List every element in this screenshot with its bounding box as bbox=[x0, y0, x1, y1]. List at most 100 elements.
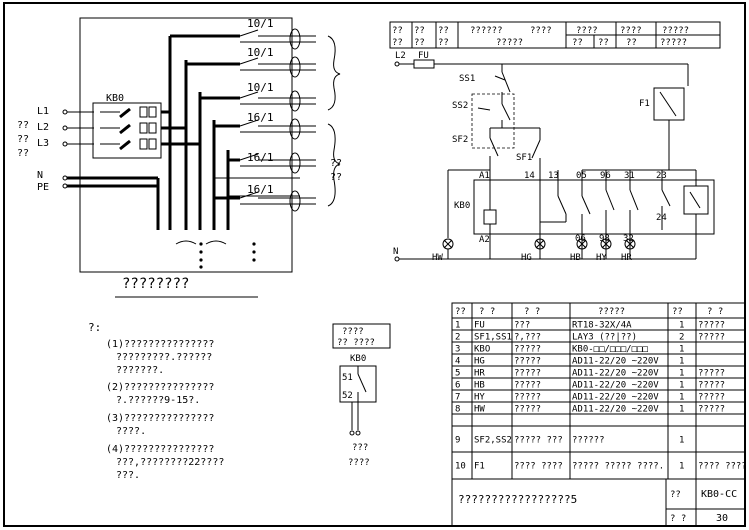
drawing-code-label: ?? bbox=[670, 490, 681, 500]
terminal-05: 05 bbox=[576, 171, 587, 181]
aux-foot-1: ??? bbox=[352, 443, 368, 453]
aux-detail-module: KB0 bbox=[350, 354, 366, 364]
table-cell-remark: ????? bbox=[698, 405, 725, 415]
table-cell-no: 8 bbox=[455, 405, 460, 415]
table-cell-model: KB0-□□/□□□/□□□ bbox=[572, 345, 648, 355]
table-cell-remark: ????? bbox=[698, 369, 725, 379]
table-cell-symbol: HW bbox=[474, 405, 485, 415]
header-cell-11: ?? bbox=[438, 38, 449, 48]
f1-device bbox=[653, 87, 685, 121]
table-cell-model: ?????? bbox=[572, 436, 605, 446]
table-cell-name: ???? ???? bbox=[514, 462, 563, 472]
table-cell-qty: 1 bbox=[679, 405, 684, 415]
table-cell-model: AD11-22/20 ~220V bbox=[572, 393, 659, 403]
table-cell-symbol: SF1,SS1 bbox=[474, 333, 512, 343]
parts-list-table: ?? ? ? ? ? ????? ?? ? ? bbox=[451, 302, 746, 480]
aux-pin-51: 51 bbox=[342, 373, 353, 383]
ss1-label: SS1 bbox=[459, 74, 475, 84]
kb0-control-module bbox=[473, 179, 715, 235]
supply-note-2: ?? bbox=[17, 134, 29, 145]
table-cell-symbol: HB bbox=[474, 381, 485, 391]
header-cell-12: ????? bbox=[496, 38, 523, 48]
kb0-coil bbox=[483, 209, 497, 225]
table-cell-symbol: HY bbox=[474, 393, 485, 403]
header-cell-9: ?? bbox=[392, 38, 403, 48]
header-cell-5: ???? bbox=[530, 26, 552, 36]
drawing-frame bbox=[3, 2, 746, 527]
supply-label-l1: L1 bbox=[37, 106, 49, 117]
table-cell-qty: 1 bbox=[679, 462, 684, 472]
header-cell-1: ?? bbox=[392, 26, 403, 36]
header-cell-15: ?? bbox=[626, 38, 637, 48]
breaker-rating-3: 10/1 bbox=[247, 81, 274, 94]
header-cell-4: ?????? bbox=[470, 26, 503, 36]
table-header-no: ?? bbox=[455, 307, 466, 317]
main-breaker-contacts bbox=[100, 106, 157, 151]
lamp-label-hg: HG bbox=[521, 253, 532, 263]
control-circuit: ?? ?? ?? ?????? ???? ???? ???? ????? ?? … bbox=[389, 21, 721, 263]
table-cell-no: 6 bbox=[455, 381, 460, 391]
load-annotation-1: ?? bbox=[330, 158, 342, 169]
header-cell-7: ???? bbox=[620, 26, 642, 36]
ss2-remote-box bbox=[471, 93, 515, 149]
aux-foot-2: ???? bbox=[348, 458, 370, 468]
page-label: ? ? bbox=[670, 514, 686, 524]
table-cell-no: 5 bbox=[455, 369, 460, 379]
table-cell-model: RT18-32X/4A bbox=[572, 321, 632, 331]
note-line-5: ?.??????9-15?. bbox=[116, 395, 200, 406]
table-cell-remark: ????? bbox=[698, 321, 725, 331]
table-cell-qty: 1 bbox=[679, 345, 684, 355]
breaker-rating-4: 16/1 bbox=[247, 111, 274, 124]
neutral-label: N bbox=[393, 247, 398, 257]
table-cell-no: 7 bbox=[455, 393, 460, 403]
table-cell-no: 9 bbox=[455, 436, 460, 446]
table-cell-name: ????? ??? bbox=[514, 436, 563, 446]
breaker-rating-1: 10/1 bbox=[247, 17, 274, 30]
table-cell-symbol: HG bbox=[474, 357, 485, 367]
note-line-2: ?????????.?????? bbox=[116, 352, 212, 363]
lamp-label-hb: HB bbox=[570, 253, 581, 263]
note-line-8: (4)??????????????? bbox=[106, 444, 214, 455]
breaker-rating-5: 16/1 bbox=[247, 151, 274, 164]
lamp-label-hw: HW bbox=[432, 253, 443, 263]
page-value: 30 bbox=[716, 513, 728, 524]
table-cell-remark: ????? bbox=[698, 333, 725, 343]
breaker-rating-6: 16/1 bbox=[247, 183, 274, 196]
table-cell-name: ??? bbox=[514, 321, 530, 331]
table-cell-model: AD11-22/20 ~220V bbox=[572, 357, 659, 367]
note-line-7: ????. bbox=[116, 426, 146, 437]
power-distribution-panel: ???????? L1 L2 L3 N PE ?? ?? ?? KB0 bbox=[17, 17, 342, 298]
supply-label-pe: PE bbox=[37, 182, 49, 193]
table-cell-model: AD11-22/20 ~220V bbox=[572, 381, 659, 391]
supply-label-l3: L3 bbox=[37, 138, 49, 149]
note-line-3: ???????. bbox=[116, 365, 164, 376]
table-cell-no: 2 bbox=[455, 333, 460, 343]
table-cell-no: 1 bbox=[455, 321, 460, 331]
indicator-lamps: HW HG HB HY HR bbox=[432, 169, 636, 263]
table-cell-symbol: KBO bbox=[474, 345, 490, 355]
table-cell-name: ????? bbox=[514, 381, 541, 391]
lamp-label-hy: HY bbox=[596, 253, 607, 263]
aux-contact-detail: ???? ?? ???? KB0 51 52 ??? ???? bbox=[332, 323, 391, 468]
kb0-module-label: KB0 bbox=[454, 201, 470, 211]
table-header-name: ? ? bbox=[524, 307, 540, 317]
note-line-10: ???. bbox=[116, 470, 140, 481]
aux-pin-52: 52 bbox=[342, 391, 353, 401]
note-line-4: (2)??????????????? bbox=[106, 382, 214, 393]
note-line-1: (1)??????????????? bbox=[106, 339, 214, 350]
aux-detail-title-bottom: ?? ???? bbox=[337, 338, 375, 348]
header-cell-14: ?? bbox=[598, 38, 609, 48]
table-cell-symbol: HR bbox=[474, 369, 485, 379]
table-cell-model: ????? ????? ????. bbox=[572, 462, 664, 472]
f1-label: F1 bbox=[639, 99, 650, 109]
panel-enclosure bbox=[79, 17, 293, 273]
fuse-label: FU bbox=[418, 51, 429, 61]
table-header-qty: ?? bbox=[672, 307, 683, 317]
terminal-14: 14 bbox=[524, 171, 535, 181]
supply-label-n: N bbox=[37, 170, 43, 181]
table-cell-no: 10 bbox=[455, 462, 466, 472]
lamp-label-hr: HR bbox=[621, 253, 632, 263]
note-line-9: ???,????????22???? bbox=[116, 457, 224, 468]
supply-note-1: ?? bbox=[17, 120, 29, 131]
